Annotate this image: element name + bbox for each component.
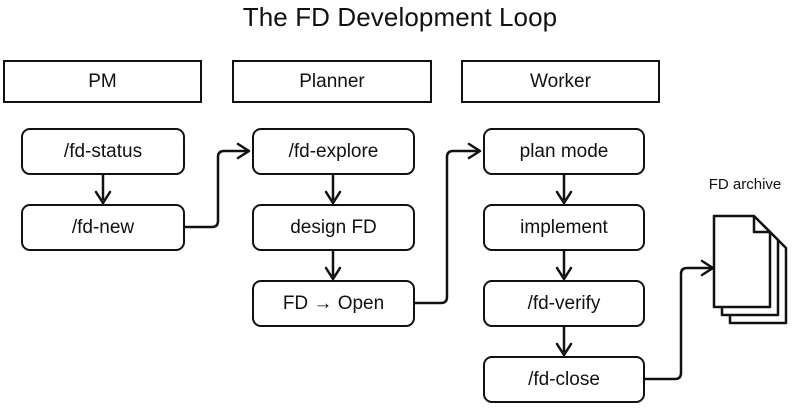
document-stack-icon (712, 214, 788, 325)
node-implement[interactable]: implement (483, 204, 645, 251)
connector-design-to-open (324, 251, 342, 281)
lane-header-pm-label: PM (88, 70, 117, 92)
node-fd-verify[interactable]: /fd-verify (483, 280, 645, 327)
node-fd-close[interactable]: /fd-close (483, 356, 645, 403)
node-fd-open[interactable]: FD → Open (252, 280, 415, 327)
node-fd-verify-label: /fd-verify (527, 292, 601, 314)
node-fd-explore-label: /fd-explore (288, 140, 379, 162)
node-fd-new[interactable]: /fd-new (21, 204, 185, 251)
node-plan-mode[interactable]: plan mode (483, 128, 645, 175)
lane-header-planner-label: Planner (299, 70, 365, 92)
node-fd-explore[interactable]: /fd-explore (252, 128, 415, 175)
node-fd-status[interactable]: /fd-status (21, 128, 185, 175)
node-plan-mode-label: plan mode (519, 140, 609, 162)
node-design-fd-label: design FD (290, 216, 377, 238)
connector-open-to-plan (415, 142, 482, 305)
connector-new-to-explore (185, 142, 251, 229)
node-fd-new-label: /fd-new (71, 216, 135, 238)
lane-header-pm: PM (3, 60, 202, 103)
node-fd-close-label: /fd-close (528, 368, 600, 390)
connector-verify-to-close (555, 327, 573, 357)
connector-close-to-archive (645, 259, 715, 381)
lane-header-worker-label: Worker (530, 70, 591, 92)
node-fd-open-label: FD → Open (282, 292, 385, 314)
connector-status-to-new (94, 175, 112, 205)
node-fd-status-label: /fd-status (63, 140, 143, 162)
fd-archive-label: FD archive (708, 176, 782, 193)
page-title: The FD Development Loop (242, 2, 558, 32)
lane-header-worker: Worker (461, 60, 660, 103)
connector-implement-to-verify (555, 251, 573, 281)
lane-header-planner: Planner (232, 60, 432, 103)
connector-plan-to-implement (555, 175, 573, 205)
connector-explore-to-design (324, 175, 342, 205)
node-design-fd[interactable]: design FD (252, 204, 415, 251)
node-implement-label: implement (520, 216, 608, 238)
